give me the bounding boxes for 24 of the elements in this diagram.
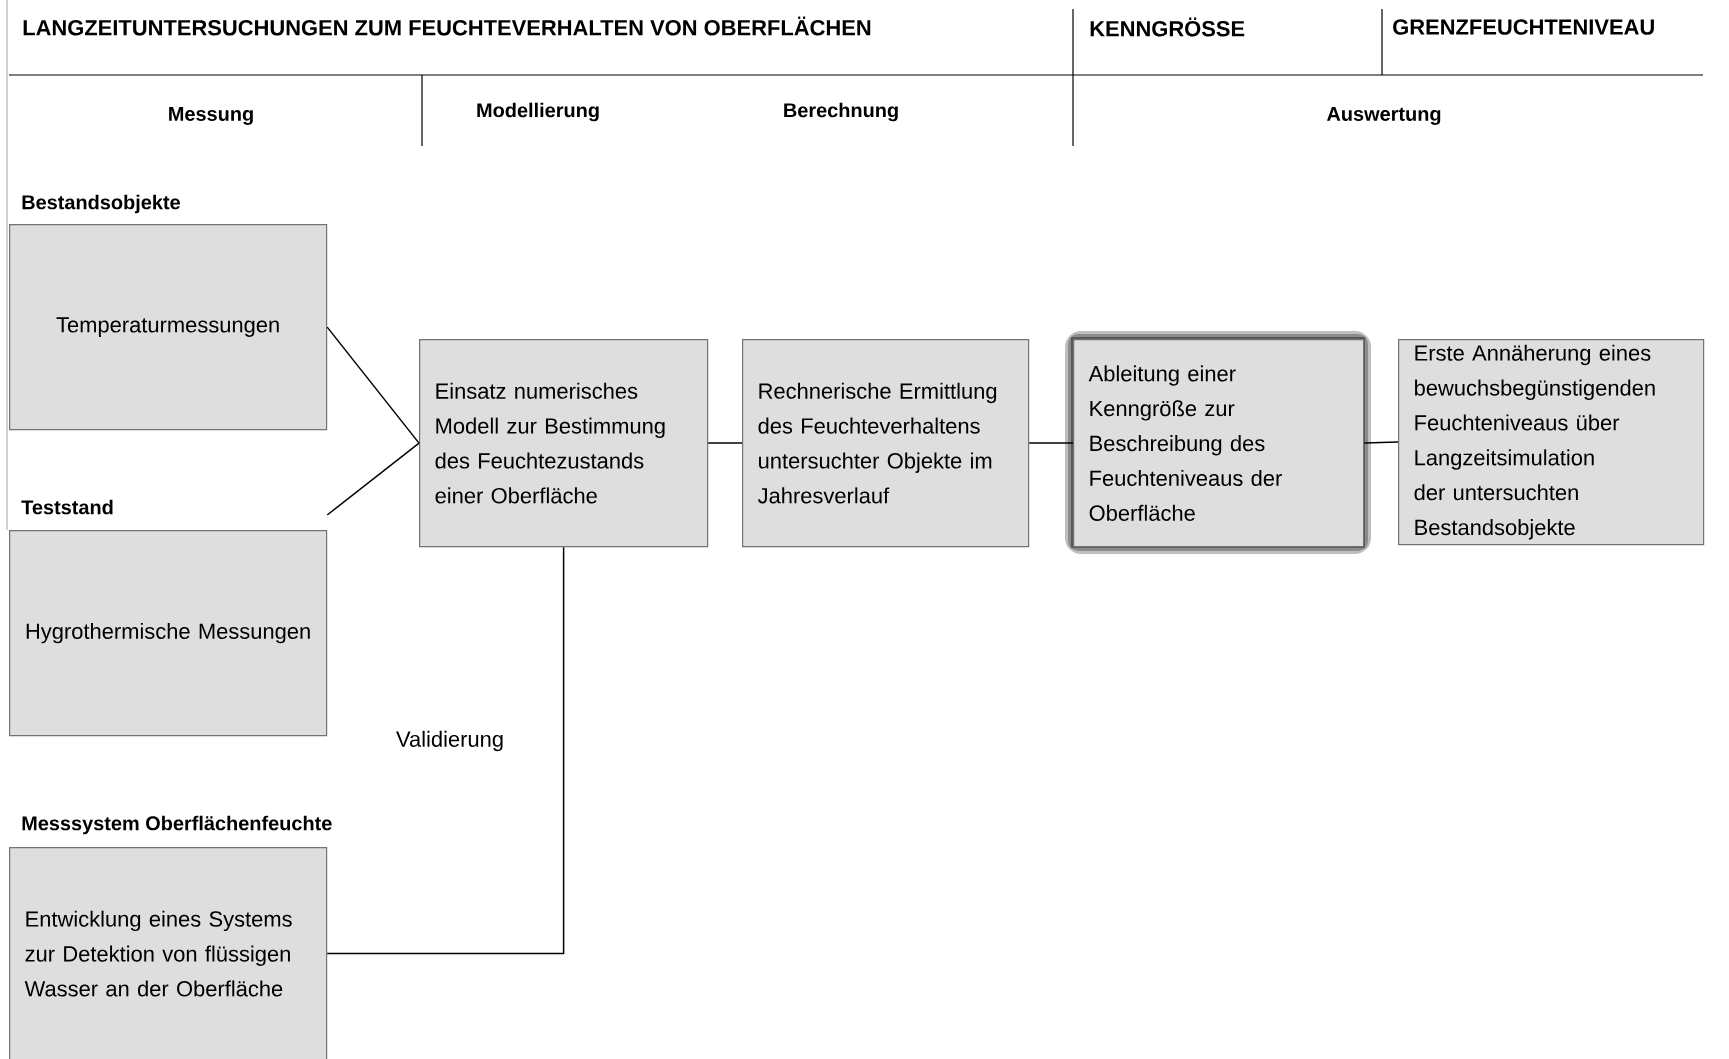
connector-line xyxy=(326,326,420,444)
process-box: Rechnerische Ermittlung des Feuchteverhaltens untersuchter Objekte im Jahresverlauf xyxy=(742,339,1030,548)
connector-line xyxy=(326,442,420,516)
column-heading: GRENZFEUCHTENIVEAU xyxy=(1393,19,1654,35)
connector-line xyxy=(326,546,565,955)
process-box: Einsatz numerisches Modell zur Bestimmung des Feuchtezustands einer Oberfläche xyxy=(419,339,709,548)
process-box: Erste Annäherung eines bewuchsbegünstigenden Feuchteniveaus über Langzeitsimulation der untersuchten Bestandsobjekte xyxy=(1398,339,1705,546)
phase-label: Modellierung xyxy=(477,102,599,122)
process-box: Ableitung einer Kenngröße zur Beschreibung des Feuchteniveaus der Oberfläche xyxy=(1065,331,1371,554)
connector-line xyxy=(1363,441,1399,444)
process-box: Hygrothermische Messungen xyxy=(9,530,328,737)
phase-label: Messung xyxy=(169,107,253,125)
box-heading: Teststand xyxy=(21,499,113,515)
connector-line xyxy=(707,442,743,444)
edge-label: Validierung xyxy=(394,728,507,754)
box-heading: Bestandsobjekte xyxy=(22,194,180,214)
title: LANGZEITUNTERSUCHUNGEN ZUM FEUCHTEVERHALTEN VON OBERFLÄCHEN xyxy=(23,16,871,36)
process-box: Temperaturmessungen xyxy=(9,224,328,431)
connector-line xyxy=(1028,442,1074,444)
phase-label: Auswertung xyxy=(1326,107,1441,125)
process-box: Entwicklung eines Systems zur Detektion von flüssigen Wasser an der Oberfläche xyxy=(9,847,328,1059)
phase-label: Berechnung xyxy=(784,102,898,122)
column-heading: KENNGRÖSSE xyxy=(1090,17,1245,37)
box-heading: Messsystem Oberflächenfeuchte xyxy=(22,815,332,835)
